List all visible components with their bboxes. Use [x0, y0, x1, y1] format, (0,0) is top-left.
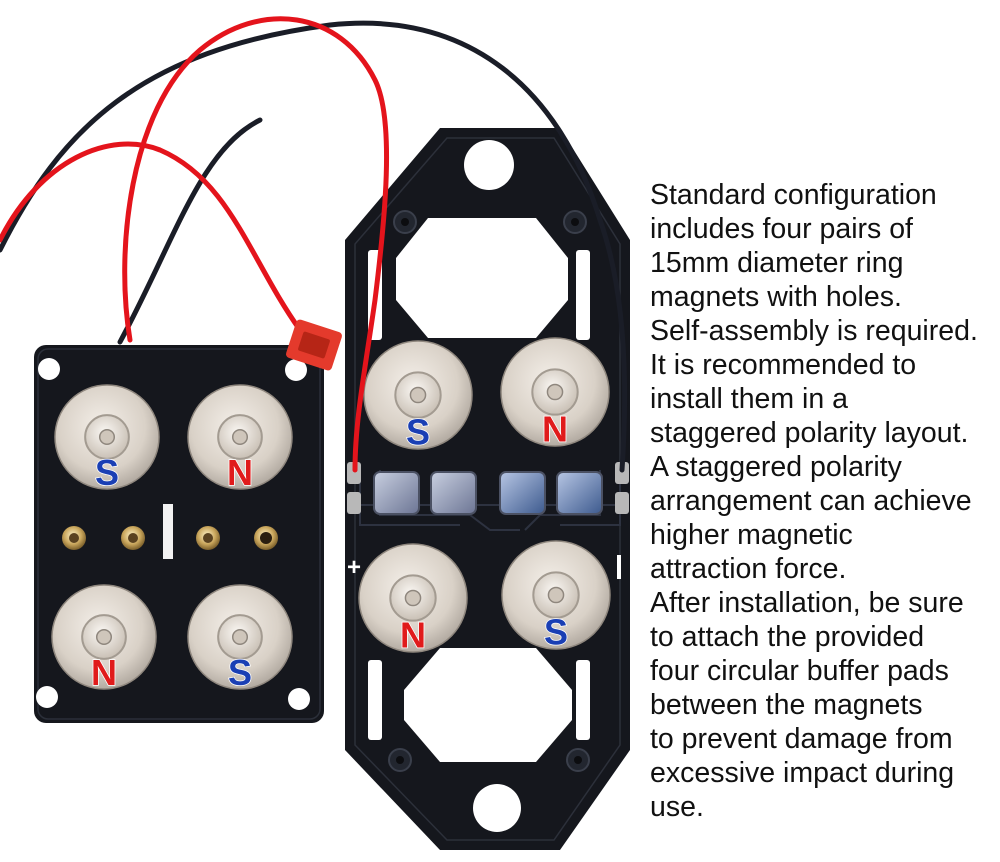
description-line: magnets with holes. [650, 281, 902, 313]
contact-pins [62, 526, 278, 550]
description-line: excessive impact during [650, 757, 955, 789]
minus-marker [617, 555, 621, 579]
mount-hole [38, 358, 60, 380]
mount-hole [464, 140, 514, 190]
contact-pads [373, 471, 603, 515]
lower-cutout [404, 648, 572, 762]
red-connector [286, 319, 342, 371]
mount-hole [285, 359, 307, 381]
ring-magnet-north: N [500, 337, 610, 450]
description-line: higher magnetic [650, 519, 853, 551]
ring-magnet-south: S [363, 340, 473, 453]
description-line: to prevent damage from [650, 723, 953, 755]
upper-cutout [396, 218, 568, 338]
description-line: includes four pairs of [650, 213, 913, 245]
right-magnet-board: + [345, 128, 630, 850]
wires [0, 16, 628, 473]
description-line: install them in a [650, 383, 849, 415]
description-line: 15mm diameter ring [650, 247, 904, 279]
south-pole-label: S [406, 412, 430, 453]
mount-hole [36, 686, 58, 708]
ring-magnet-north: N [51, 584, 157, 694]
north-pole-label: N [227, 452, 253, 493]
south-pole-label: S [228, 652, 252, 693]
ring-magnet-north: N [358, 543, 468, 656]
description-line: attraction force. [650, 553, 847, 585]
south-pole-label: S [544, 612, 568, 653]
mount-hole [473, 784, 521, 832]
description-line: staggered polarity layout. [650, 417, 969, 449]
plus-marker: + [347, 554, 361, 581]
north-pole-label: N [91, 652, 117, 693]
center-marking [163, 504, 173, 559]
ring-magnet-south: S [54, 384, 160, 494]
south-pole-label: S [95, 452, 119, 493]
ring-magnet-south: S [187, 584, 293, 694]
black-wire [0, 20, 628, 473]
description-line: four circular buffer pads [650, 655, 949, 687]
ring-magnet-north: N [187, 384, 293, 494]
description-line: After installation, be sure [650, 587, 964, 619]
description-line: It is recommended to [650, 349, 917, 381]
mount-hole [288, 688, 310, 710]
description-line: arrangement can achieve [650, 485, 972, 517]
description-line: use. [650, 791, 704, 823]
description-line: A staggered polarity [650, 451, 902, 483]
screw-bosses [388, 210, 590, 772]
description-line: to attach the provided [650, 621, 925, 653]
north-pole-label: N [542, 409, 568, 450]
description-line: Standard configuration [650, 179, 937, 211]
red-wire [0, 141, 303, 333]
description-line: between the magnets [650, 689, 923, 721]
description-line: Self-assembly is required. [650, 315, 978, 347]
north-pole-label: N [400, 615, 426, 656]
ring-magnet-south: S [501, 540, 611, 653]
